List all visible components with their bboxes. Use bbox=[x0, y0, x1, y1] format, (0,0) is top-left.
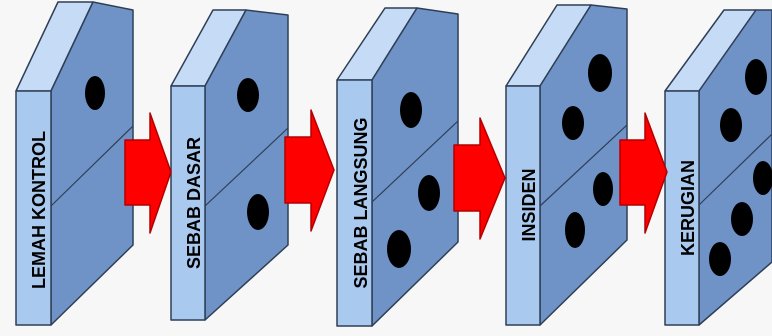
domino-5-label: KERUGIAN bbox=[678, 160, 698, 256]
domino-4-dot bbox=[593, 172, 613, 206]
domino-4-dot bbox=[562, 106, 584, 140]
domino-5: KERUGIAN bbox=[664, 9, 772, 326]
domino-3-dot bbox=[418, 175, 440, 211]
domino-3-front bbox=[336, 79, 373, 327]
arrow-3-right-icon bbox=[453, 117, 506, 240]
domino-4-dot bbox=[565, 212, 585, 248]
domino-2-label: SEBAB DASAR bbox=[184, 137, 204, 269]
domino-5-dot bbox=[731, 202, 753, 236]
domino-4-divider bbox=[539, 124, 628, 207]
domino-3-label: SEBAB LANGSUNG bbox=[351, 117, 371, 288]
domino-5-dot bbox=[753, 161, 772, 195]
domino-1: LEMAH KONTROL bbox=[15, 1, 134, 326]
domino-3-dot bbox=[400, 92, 422, 128]
domino-4-label: INSIDEN bbox=[519, 168, 539, 241]
domino-5-front bbox=[664, 90, 700, 326]
arrow-2-right-icon bbox=[284, 109, 335, 232]
arrow-1-right-icon bbox=[124, 112, 172, 234]
domino-4: INSIDEN bbox=[505, 4, 628, 326]
domino-1-dot bbox=[85, 76, 105, 110]
domino-3-divider bbox=[371, 120, 459, 203]
domino-1-label: LEMAH KONTROL bbox=[29, 131, 49, 289]
domino-3: SEBAB LANGSUNG bbox=[336, 7, 459, 327]
domino-2-dot bbox=[247, 194, 269, 230]
domino-1-front bbox=[15, 90, 52, 326]
domino-5-dot bbox=[745, 59, 767, 95]
domino-3-dot bbox=[387, 230, 411, 268]
domino-2-divider bbox=[204, 127, 289, 207]
domino-2: SEBAB DASAR bbox=[170, 9, 289, 321]
domino-2-front bbox=[170, 85, 206, 321]
domino-1-divider bbox=[50, 125, 134, 207]
arrow-4-right-icon bbox=[619, 112, 668, 234]
domino-5-dot bbox=[709, 242, 731, 276]
domino-4-front bbox=[505, 85, 541, 326]
domino-5-divider bbox=[698, 133, 772, 206]
domino-4-dot bbox=[588, 54, 612, 92]
domino-5-dot bbox=[720, 108, 742, 142]
domino-2-dot bbox=[237, 78, 259, 112]
